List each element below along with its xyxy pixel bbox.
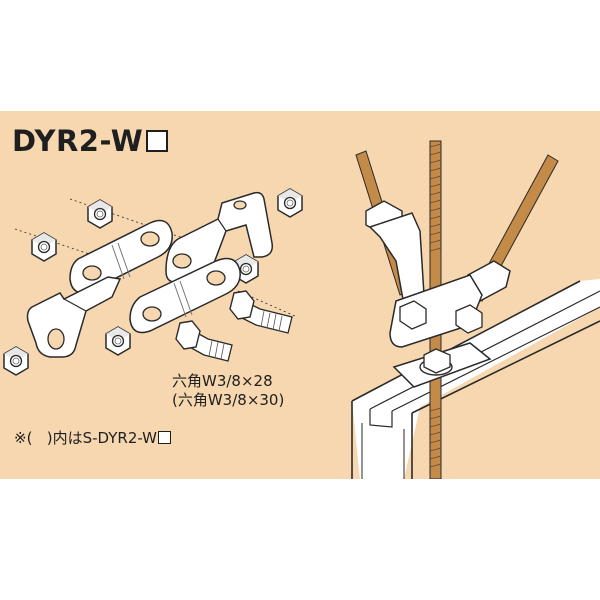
hex-nut-icon [31, 232, 57, 262]
plate-lower-middle [129, 257, 241, 334]
hex-bolt-icon [175, 320, 233, 362]
hanger-assembly [365, 200, 511, 388]
hex-nut-icon [277, 188, 303, 218]
bolt-spec-label: 六角W3/8×28 (六角W3/8×30) [172, 372, 284, 410]
bracket-upper-right [165, 191, 274, 283]
hex-nut-icon [105, 326, 131, 356]
box-symbol-icon [146, 130, 169, 152]
footnote: ※( )内はS-DYR2-W [14, 427, 172, 448]
bolt-spec-line: 六角W3/8×28 [172, 372, 273, 390]
plate-upper-left [69, 219, 173, 294]
bracket-lower-left [26, 276, 122, 358]
box-symbol-icon [158, 431, 172, 444]
product-title: DYR2-W [12, 127, 169, 156]
channel-steel [351, 279, 600, 479]
parts-illustration [3, 140, 600, 479]
hex-bolt-icon [229, 290, 293, 334]
hex-nut-icon [87, 199, 113, 229]
bolt-spec-line-alt: (六角W3/8×30) [172, 391, 285, 409]
diagram-panel: DYR2-W 六角W3/8×28 (六角W3/8×30) ※( )内はS-DYR… [0, 111, 600, 479]
hex-nut-icon [3, 346, 29, 376]
